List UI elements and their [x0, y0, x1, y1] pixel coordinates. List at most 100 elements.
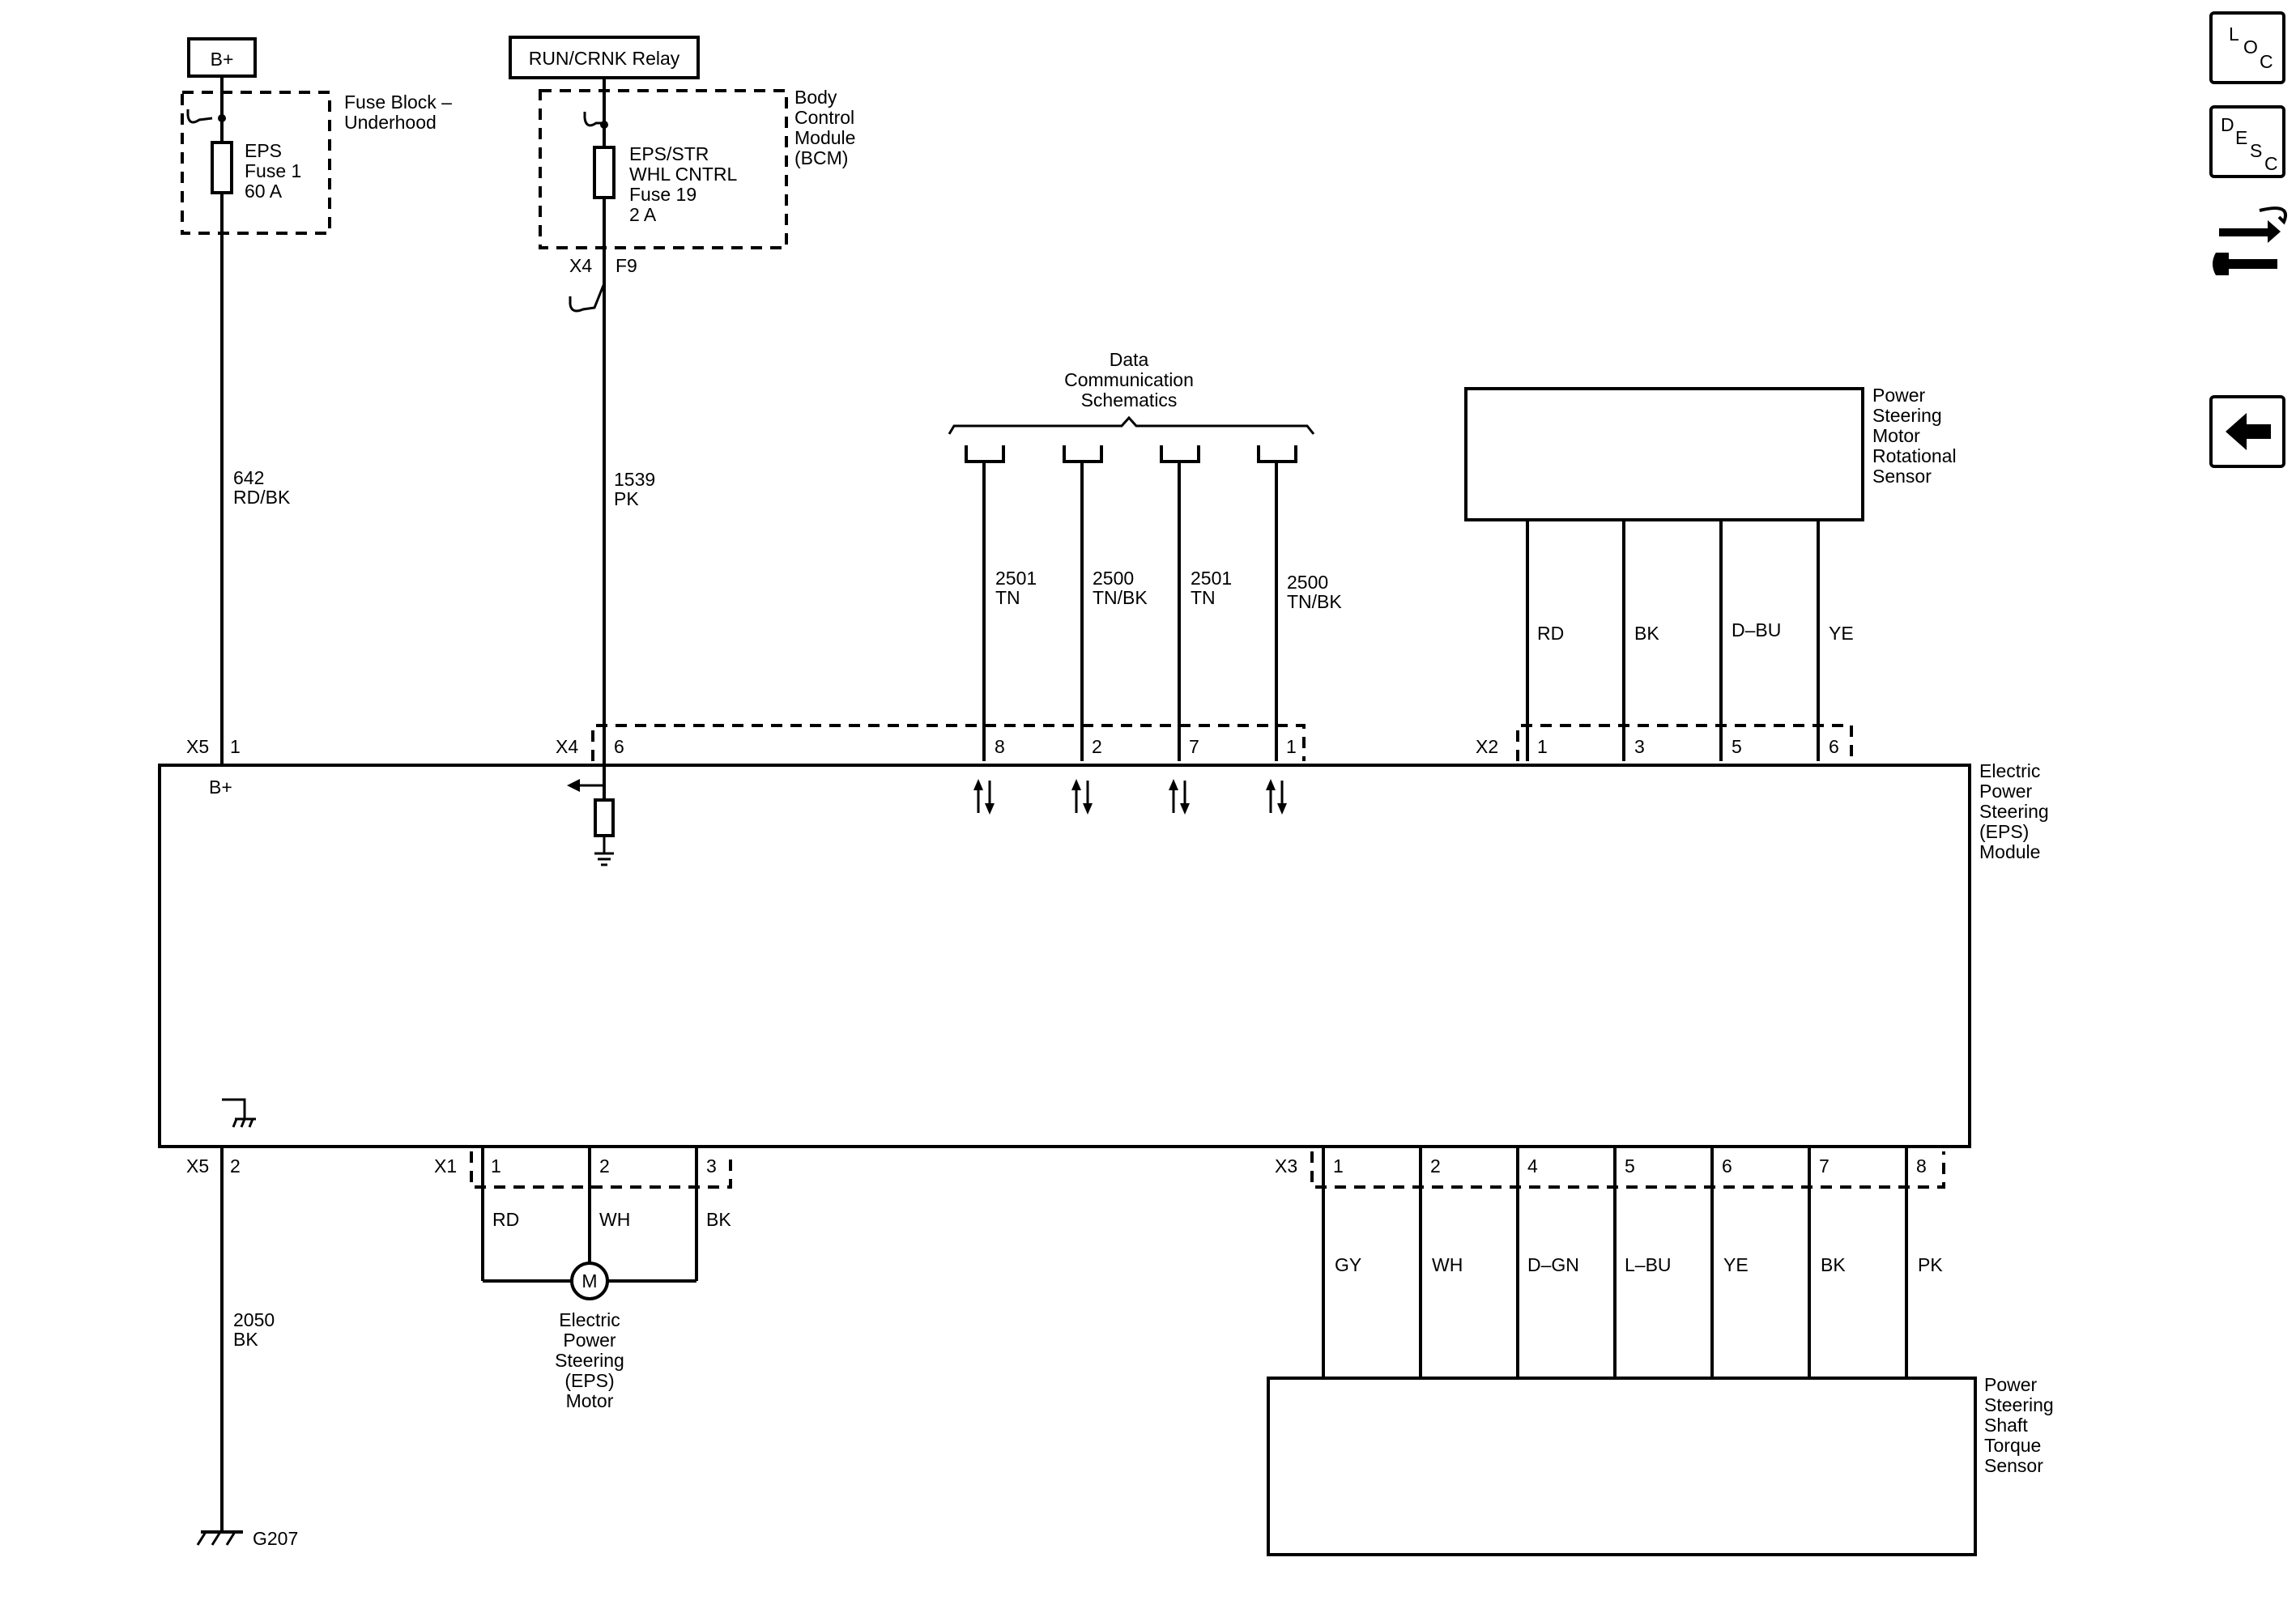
motor-label-3: Steering [555, 1350, 624, 1371]
bidirectional-arrow-icon [1169, 779, 1190, 815]
torque-sensor: Power Steering Shaft Torque Sensor [1267, 1374, 2054, 1556]
connector-x5-bottom: X5 [186, 1155, 209, 1177]
x3-pin-4: 4 [1527, 1155, 1538, 1177]
eps-motor: M Electric Power Steering (EPS) Motor [555, 1262, 624, 1411]
x1-pin-3: 3 [706, 1155, 717, 1177]
x4-pin-8: 8 [995, 736, 1005, 757]
rot-wire-color-1: RD [1537, 623, 1564, 644]
eps-module-label-2: Power [1979, 781, 2033, 802]
ground-label: G207 [253, 1528, 298, 1549]
dc-wire-4-color: TN/BK [1287, 591, 1342, 612]
bcm-fuse-icon [593, 146, 616, 199]
x3-pin-7: 7 [1819, 1155, 1830, 1177]
x1-pin-2: 2 [599, 1155, 610, 1177]
loc-button[interactable]: L O C [2209, 11, 2285, 84]
motor-label-1: Electric [559, 1309, 620, 1330]
fuse-block-underhood: Fuse Block – Underhood EPS Fuse 1 60 A [181, 91, 452, 235]
eps-module: Electric Power Steering (EPS) Module B+ [158, 760, 2049, 1148]
torque-sensor-label-2: Steering [1984, 1394, 2054, 1415]
torque-wire-color-4: L–BU [1625, 1254, 1672, 1275]
run-crnk-label: RUN/CRNK Relay [529, 48, 680, 69]
connector-x1: X1 [434, 1155, 457, 1177]
rotational-sensor: Power Steering Motor Rotational Sensor [1464, 385, 1957, 521]
connector-x5-top: X5 [186, 736, 209, 757]
x3-pin-1: 1 [1333, 1155, 1344, 1177]
eps-module-label-3: Steering [1979, 801, 2049, 822]
loc-letter-o: O [2243, 36, 2258, 57]
desc-letter-c: C [2264, 153, 2278, 174]
torque-wire-color-5: YE [1723, 1254, 1749, 1275]
arrow-left-icon [567, 779, 580, 792]
x3-pin-8: 8 [1916, 1155, 1927, 1177]
data-comm-bracket [948, 415, 1315, 435]
bcm-fuse-label-3: Fuse 19 [629, 184, 696, 205]
dc-wire-1-circuit: 2501 [995, 568, 1037, 589]
bcm-fuse-label-1: EPS/STR [629, 143, 709, 164]
eps-bplus-pin-label: B+ [209, 777, 232, 798]
torque-wire-color-6: BK [1821, 1254, 1846, 1275]
bplus-label: B+ [211, 49, 234, 70]
rot-sensor-label-3: Motor [1872, 425, 1920, 446]
eps-fuse-label-3: 60 A [245, 181, 283, 202]
bplus-source: B+ [187, 37, 257, 78]
ground-g207: G207 [196, 1528, 298, 1549]
rot-sensor-label-5: Sensor [1872, 466, 1932, 487]
torque-wire-color-1: GY [1335, 1254, 1361, 1275]
desc-button[interactable]: D E S C [2209, 105, 2285, 178]
connector-x4: X4 [556, 736, 578, 757]
x1-pin-1: 1 [491, 1155, 501, 1177]
motor-wire-color-2: WH [599, 1209, 630, 1230]
desc-letter-s: S [2250, 140, 2262, 161]
motor-label-2: Power [563, 1330, 616, 1351]
bcm-label-1: Body [794, 87, 837, 108]
data-bidirectional-arrows [973, 779, 1287, 815]
wire-642-circuit: 642 [233, 467, 264, 488]
x3-pin-6: 6 [1722, 1155, 1732, 1177]
rot-wire-color-2: BK [1634, 623, 1659, 644]
eps-fuse-icon [211, 141, 233, 194]
bcm-connector-x4: X4 [569, 255, 592, 276]
rot-sensor-label-2: Steering [1872, 405, 1942, 426]
wire-2050-circuit: 2050 [233, 1309, 275, 1330]
wire-1539-color: PK [614, 488, 639, 509]
x2-pin-6: 6 [1829, 736, 1839, 757]
x5-pin-2: 2 [230, 1155, 241, 1177]
wire-2050-color: BK [233, 1329, 258, 1350]
bcm-pin-f9: F9 [616, 255, 637, 276]
motor-label-5: Motor [566, 1390, 614, 1411]
dc-wire-4-circuit: 2500 [1287, 572, 1328, 593]
eps-module-label-5: Module [1979, 841, 2040, 862]
rot-wire-color-3: D–BU [1732, 619, 1781, 640]
connector-wrench-icon [2213, 206, 2287, 275]
diagnostic-procedure-button[interactable] [2213, 206, 2287, 275]
bcm-fuse-label-4: 2 A [629, 204, 657, 225]
x5-pin-1: 1 [230, 736, 241, 757]
bcm-label-3: Module [794, 127, 855, 148]
bcm-fuse-label-2: WHL CNTRL [629, 164, 738, 185]
x4-pin-7: 7 [1189, 736, 1199, 757]
torque-wire-color-3: D–GN [1527, 1254, 1579, 1275]
x3-pin-2: 2 [1430, 1155, 1441, 1177]
x4-input-circuit [567, 765, 615, 866]
rot-sensor-label-4: Rotational [1872, 445, 1957, 466]
rot-wire-color-4: YE [1829, 623, 1854, 644]
loc-letter-c: C [2260, 51, 2273, 72]
back-button[interactable] [2209, 395, 2285, 468]
eps-module-label-4: (EPS) [1979, 821, 2029, 842]
connector-x3: X3 [1275, 1155, 1297, 1177]
torque-wire-color-2: WH [1432, 1254, 1463, 1275]
x4-pin-6: 6 [614, 736, 624, 757]
motor-symbol: M [581, 1270, 597, 1291]
bidirectional-arrow-icon [1266, 779, 1287, 815]
bcm-label-2: Control [794, 107, 854, 128]
desc-letter-e: E [2235, 127, 2247, 148]
dc-wire-2-circuit: 2500 [1093, 568, 1134, 589]
data-comm-title-1: Data [1110, 349, 1149, 370]
bcm-fuse-block: Body Control Module (BCM) EPS/STR WHL CN… [539, 87, 855, 249]
fuse-block-label-1: Fuse Block – [344, 91, 452, 113]
wire-1539-circuit: 1539 [614, 469, 655, 490]
dc-wire-1-color: TN [995, 587, 1020, 608]
connector-x2: X2 [1476, 736, 1498, 757]
x4-pin-1: 1 [1286, 736, 1297, 757]
